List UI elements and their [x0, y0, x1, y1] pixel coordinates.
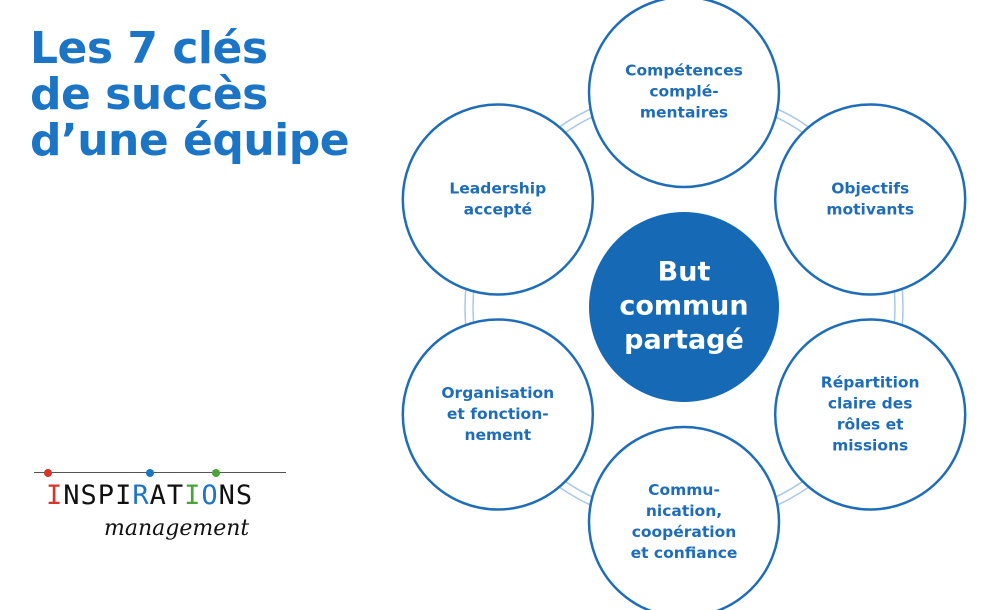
logo-letter: A [149, 480, 167, 511]
inspirations-management-logo: INSPIRATIONS management [30, 469, 290, 550]
logo-letter: N [63, 480, 81, 511]
logo-dot-blue [146, 469, 154, 477]
node-label-line: rôles et [837, 416, 904, 434]
node-label-line: missions [832, 437, 908, 455]
logo-letter: I [115, 480, 133, 511]
logo-rule [34, 469, 286, 477]
node-label-line: commun [619, 291, 748, 322]
title-line-2: de succès [30, 69, 268, 120]
node-label-line: coopération [632, 523, 737, 541]
node-repartition: Répartition claire des rôles et missions [773, 318, 967, 511]
logo-letter: T [166, 480, 185, 511]
logo-dot-red [44, 469, 52, 477]
logo-letter: I [46, 480, 64, 511]
logo-wordmark: INSPIRATIONS [46, 480, 253, 511]
node-label-line: nication, [646, 502, 722, 520]
node-circle [587, 0, 781, 189]
node-label-line: nement [464, 426, 531, 444]
node-communication: Commu-nication, coopération et confiance [587, 425, 781, 610]
node-circle [773, 318, 967, 511]
node-circle [773, 103, 967, 296]
node-label-line: Compétences [625, 62, 743, 80]
logo-subtitle: management [104, 516, 250, 541]
node-label-line: Objectifs [831, 180, 909, 198]
node-label-line: et confiance [631, 544, 738, 562]
node-label-line: Répartition [821, 374, 920, 392]
node-objectifs: Objectifs motivants [773, 103, 967, 296]
title-line-1: Les 7 clés [30, 23, 268, 74]
node-label-line: But [658, 257, 711, 288]
node-label-line: claire des [828, 395, 913, 413]
node-leadership: Leadership accepté [401, 103, 595, 296]
node-label-line: et fonction- [447, 405, 549, 423]
page-title: Les 7 clés de succès d’une équipe [30, 23, 350, 166]
logo-letter: N [218, 480, 236, 511]
logo-letter: S [80, 480, 98, 511]
node-label-line: accepté [464, 201, 532, 219]
title-line-3: d’une équipe [30, 115, 350, 166]
logo-letter: I [184, 480, 202, 511]
node-circle [587, 425, 781, 610]
node-label-line: Commu- [648, 481, 720, 499]
logo-letter: R [132, 480, 150, 511]
logo-dot-green [212, 469, 220, 477]
logo-letter: O [201, 480, 219, 511]
logo-letter: S [235, 480, 254, 511]
node-label-line: complé- [649, 83, 718, 101]
node-label-line: mentaires [640, 104, 728, 122]
node-organisation: Organisation et fonction-nement [401, 318, 595, 511]
node-circle [401, 103, 595, 296]
node-label-line: Leadership [449, 180, 546, 198]
logo-letter: P [97, 480, 116, 511]
node-label-line: Organisation [441, 384, 554, 402]
node-label-line: partagé [624, 325, 744, 356]
node-label-line: motivants [826, 201, 914, 219]
center-circle [589, 212, 779, 402]
node-competences: Compétences complé-mentaires [587, 0, 781, 189]
node-circle [401, 318, 595, 511]
